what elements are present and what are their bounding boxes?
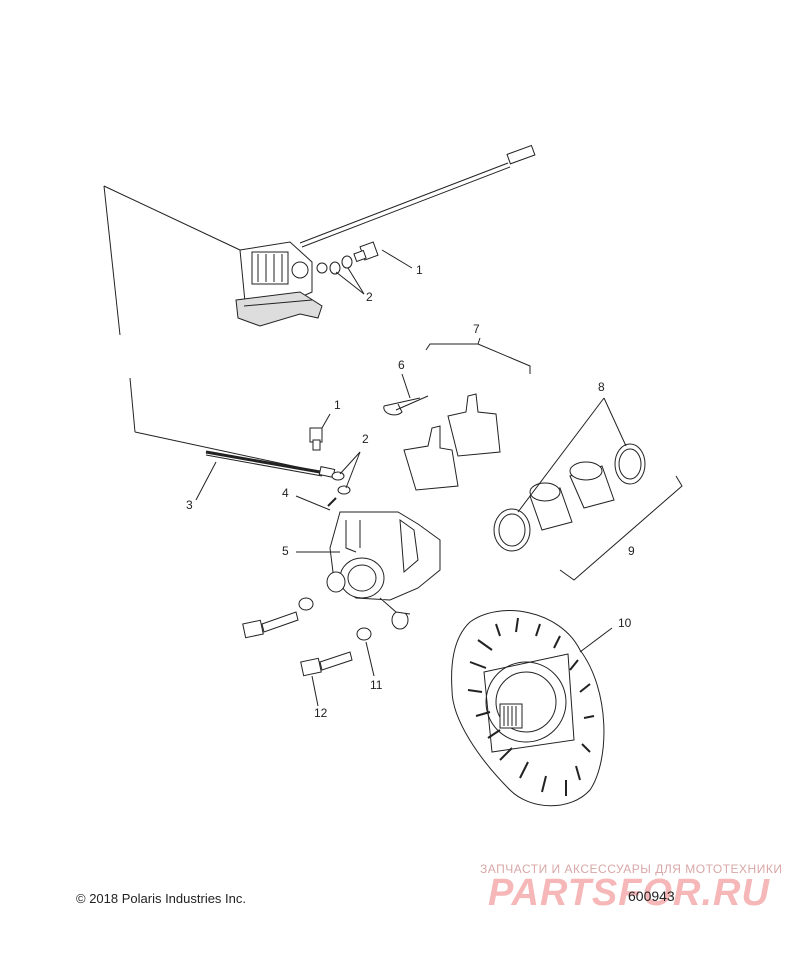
piston-seal-left [493,508,531,552]
brake-caliper [326,511,441,630]
leader-11 [365,641,375,677]
brake-line [299,162,509,244]
leader-2a1 [335,271,365,295]
master-cylinder [235,241,328,327]
leader-2b1 [339,451,361,475]
bracket-9 [559,475,683,581]
callout-1b: 1 [334,398,341,412]
banjo-bolt-top [329,241,379,275]
line-fitting-top [506,144,536,165]
callout-4: 4 [282,486,289,500]
watermark-tagline: ЗАПЧАСТИ И АКСЕССУАРЫ ДЛЯ МОТОТЕХНИКИ [480,862,783,876]
leader-8a [517,397,605,513]
retaining-pin [383,395,429,416]
leader-2a2 [347,267,365,295]
brake-disc [451,610,605,807]
brake-line-2 [301,166,511,248]
leader-12 [311,675,319,707]
callout-7: 7 [473,322,480,336]
leader-3 [195,461,217,501]
leader-2b2 [345,451,361,489]
washer-lower [337,485,351,495]
washer-upper [331,471,345,481]
leader-10 [579,627,613,653]
leader-1a [381,249,413,269]
banjo-bolt-lower [309,427,323,451]
leader-8b [603,397,627,447]
piston-seal-right [614,443,646,485]
callout-1a: 1 [416,263,423,277]
brake-hose [205,450,321,474]
callout-2a: 2 [366,290,373,304]
callout-12: 12 [314,706,328,720]
copyright-text: © 2018 Polaris Industries Inc. [76,891,246,906]
leader-4 [295,495,331,511]
brake-pad-left [403,425,459,491]
leader-1b [321,413,331,429]
brake-pad-right [447,393,501,457]
callout-10: 10 [618,616,632,630]
caliper-bolt-lower [300,627,372,677]
leader-6 [401,373,411,399]
caliper-bolt-upper [242,597,314,639]
callout-2b: 2 [362,432,369,446]
callout-8: 8 [598,380,605,394]
callout-3: 3 [186,498,193,512]
bleeder [327,497,337,507]
callout-9: 9 [628,544,635,558]
callout-6: 6 [398,358,405,372]
piston-left [529,482,573,531]
piston-right [569,461,615,509]
watermark-logo: PARTSFOR.RU [488,872,770,914]
bracket-7 [425,343,531,374]
callout-5: 5 [282,544,289,558]
diagram-number: 600943 [628,888,675,904]
callout-11: 11 [370,678,383,692]
